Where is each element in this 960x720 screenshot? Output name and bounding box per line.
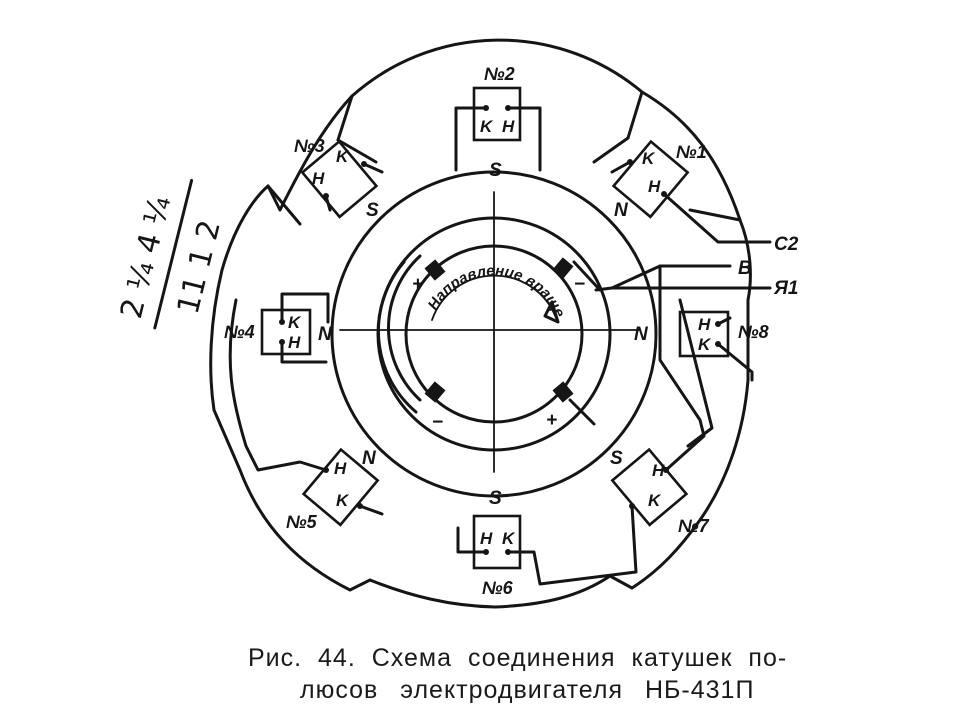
coil-5-label: №5 — [286, 512, 318, 532]
brush-lower-left — [424, 381, 446, 403]
output-b: B — [738, 258, 752, 279]
pole-upper-right: N — [614, 200, 629, 221]
coil-7-terminal-h: H — [652, 461, 665, 480]
coil-6: H K №6 — [472, 514, 522, 598]
coil-4: K H №4 — [224, 308, 312, 356]
coil-4-label: №4 — [224, 322, 255, 342]
pole-right: N — [634, 324, 649, 345]
coil-4-terminal-k: K — [288, 313, 302, 332]
coil-2-terminal-h: H — [502, 117, 515, 136]
handwritten-note-top: 2 ¼ 4 ¼ — [114, 192, 178, 322]
wiring — [228, 106, 772, 586]
coil-6-terminal-k: K — [502, 529, 516, 548]
coil-4-terminal-h: H — [288, 333, 301, 352]
figure-caption-line-1: Рис. 44. Схема соединения катушек по- — [248, 644, 788, 672]
coil-7-terminal-k: K — [648, 491, 662, 510]
coil-8: H K №8 — [678, 310, 769, 358]
rotation-arrow: Направление вращения — [0, 0, 568, 324]
coil-3-label: №3 — [294, 136, 325, 156]
output-ya1: Я1 — [773, 278, 798, 299]
figure-caption-line-2: люсов электродвигателя НБ-431П — [300, 676, 755, 704]
coil-7-label: №7 — [678, 516, 710, 536]
coil-3 — [300, 139, 379, 219]
pole-top: S — [489, 160, 502, 181]
coil-3-terminal-h: H — [312, 169, 325, 188]
brush-upper-left — [424, 259, 446, 281]
coil-3-terminal-k: K — [336, 147, 350, 166]
coil-8-terminal-h: H — [698, 315, 711, 334]
pole-lower-right: S — [610, 448, 623, 469]
coil-8-terminal-k: K — [698, 335, 712, 354]
coil-5 — [301, 447, 380, 527]
brush-sign-lower-right: + — [546, 410, 557, 431]
brush-sign-upper-right: − — [574, 274, 585, 295]
coil-2-label: №2 — [484, 64, 515, 84]
brush-upper-right — [552, 257, 574, 279]
output-c2: C2 — [774, 234, 799, 255]
coil-6-terminal-h: H — [480, 529, 493, 548]
coil-1-terminal-k: K — [642, 149, 656, 168]
armature — [330, 170, 658, 498]
pole-upper-left: S — [366, 200, 379, 221]
pole-marks: S S N N N S N S — [318, 160, 649, 509]
coil-5-terminal-k: K — [336, 491, 350, 510]
brush-lower-right — [552, 381, 574, 403]
coil-2: K H №2 — [472, 64, 522, 142]
pole-bottom: S — [489, 488, 502, 509]
coil-5-terminal-h: H — [334, 459, 347, 478]
coil-2-terminal-k: K — [480, 117, 494, 136]
coil-6-label: №6 — [482, 578, 514, 598]
coil-8-label: №8 — [738, 322, 769, 342]
brushes: + − − + — [376, 254, 602, 433]
coil-1-terminal-h: H — [648, 177, 661, 196]
pole-left: N — [318, 324, 333, 345]
rotation-label: Направление вращения — [0, 0, 568, 320]
coil-1-label: №1 — [676, 142, 707, 162]
pole-lower-left: N — [362, 448, 377, 469]
brush-sign-upper-left: + — [412, 274, 423, 295]
stator-yoke — [209, 38, 752, 609]
brush-sign-lower-left: − — [432, 412, 443, 433]
handwritten-note: 2 ¼ 4 ¼ 11 1 2 — [114, 178, 228, 330]
